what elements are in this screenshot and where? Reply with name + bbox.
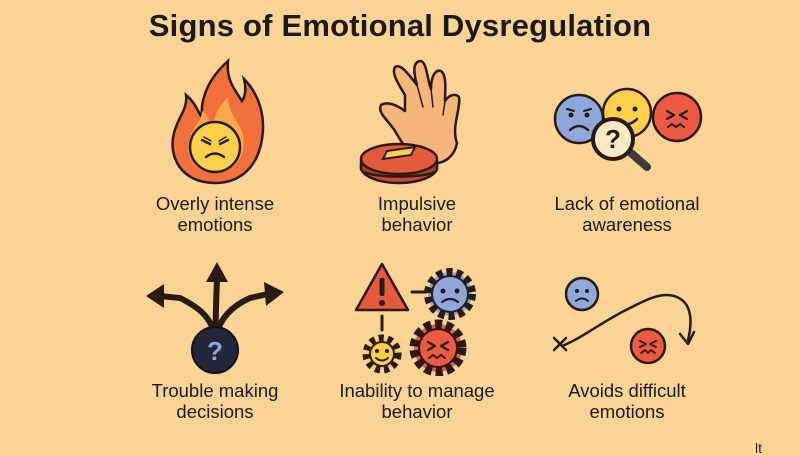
fire-angry-face-icon — [171, 57, 265, 185]
faces-magnifier-icon: ? — [553, 87, 703, 171]
branching-arrows-question-icon: ? — [146, 262, 284, 374]
warning-gears-icon — [354, 262, 476, 376]
hand-stop-button-icon — [359, 59, 461, 185]
question-mark: ? — [207, 336, 223, 366]
question-mark: ? — [605, 124, 621, 154]
page-title: Signs of Emotional Dysregulation — [148, 8, 652, 43]
avoid-path-faces-icon — [552, 276, 696, 365]
corner-mark: lt — [755, 440, 762, 456]
